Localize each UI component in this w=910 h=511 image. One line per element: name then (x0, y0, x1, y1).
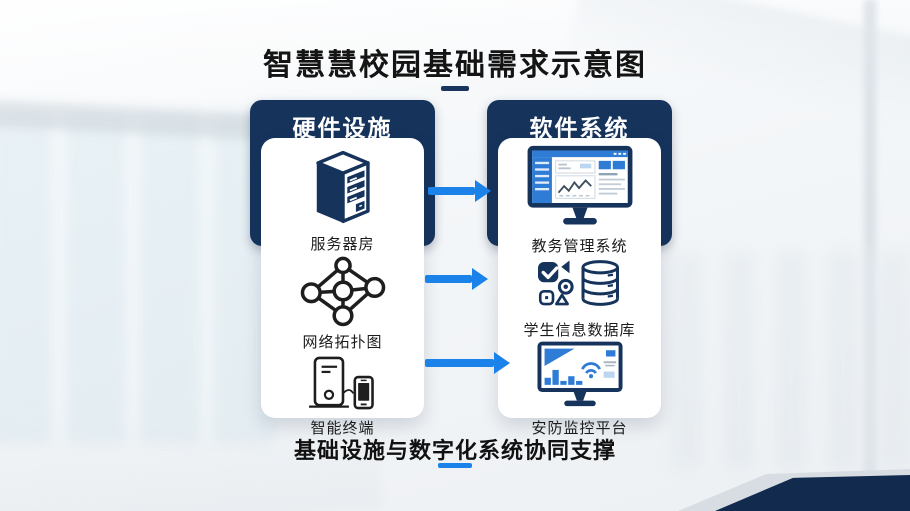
network-topology-icon (294, 254, 392, 328)
list-item: 安防监控平台 (498, 340, 661, 438)
page-title: 智慧慧校园基础需求示意图 (263, 49, 647, 82)
software-panel: 软件系统 (487, 100, 672, 437)
software-card: 教务管理系统 (498, 138, 661, 437)
footer-caption: 基础设施与数字化系统协同支撑 (293, 438, 616, 463)
smart-terminal-icon (288, 352, 398, 414)
footer-underline (438, 463, 472, 468)
security-monitor-icon (528, 340, 632, 414)
background-window-panes (0, 115, 280, 445)
list-item: 网络拓扑图 (261, 254, 424, 352)
list-item: 学生信息数据库 (498, 256, 661, 340)
item-label: 教务管理系统 (531, 238, 628, 255)
list-item: 教务管理系统 (498, 144, 661, 256)
hardware-panel-header: 硬件设施 (292, 115, 393, 141)
software-panel-header: 软件系统 (529, 115, 630, 141)
right-arrow-icon (425, 359, 494, 367)
list-item: 服务器房 (261, 144, 424, 254)
item-label: 学生信息数据库 (523, 322, 636, 339)
dashboard-monitor-icon (521, 144, 639, 232)
student-database-icon (520, 256, 640, 316)
background-right-blur (670, 250, 910, 470)
hardware-card: 服务器房 (261, 138, 424, 437)
item-label: 智能终端 (310, 420, 375, 437)
right-arrow-icon (425, 275, 472, 283)
server-icon (295, 144, 391, 230)
title-underline (441, 86, 469, 91)
list-item: 智能终端 (261, 352, 424, 438)
item-label: 网络拓扑图 (302, 334, 383, 351)
hardware-panel: 硬件设施 (250, 100, 435, 437)
item-label: 服务器房 (310, 236, 375, 253)
right-arrow-icon (428, 187, 475, 195)
background-right-strip (864, 0, 876, 511)
item-label: 安防监控平台 (531, 420, 628, 437)
